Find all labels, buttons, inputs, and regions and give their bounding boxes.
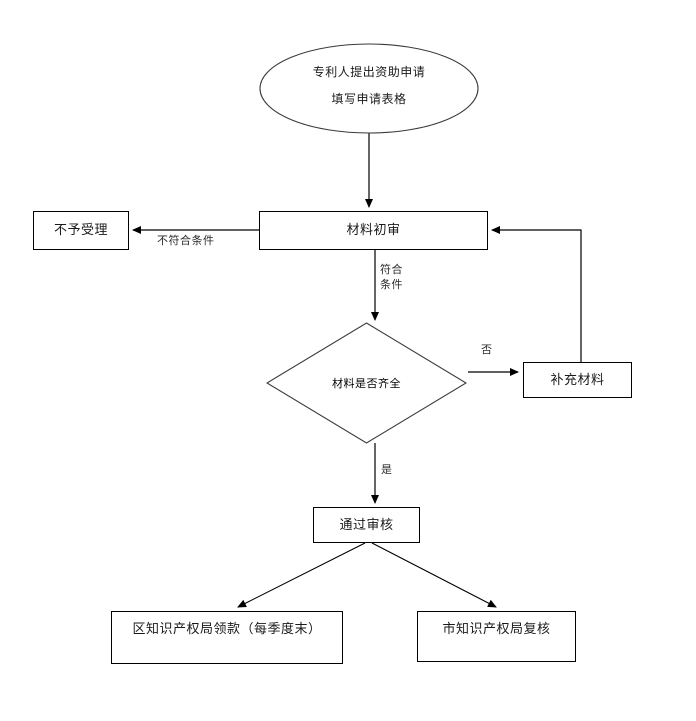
node-decision-materials-complete[interactable]: 材料是否齐全: [266, 322, 467, 444]
node-district-payment-label: 区知识产权局领款（每季度末）: [132, 622, 322, 637]
node-not-accepted[interactable]: 不予受理: [33, 211, 129, 250]
ellipse-shape: [259, 43, 479, 134]
node-city-recheck-label: 市知识产权局复核: [442, 622, 551, 637]
node-not-accepted-label: 不予受理: [53, 223, 108, 238]
node-passed-review[interactable]: 通过审核: [313, 507, 420, 543]
node-initial-review-label: 材料初审: [346, 223, 401, 238]
edge-passed-review-to-city-recheck: [371, 542, 497, 608]
edge-label-qualified: 符合 条件: [380, 263, 403, 291]
node-city-recheck[interactable]: 市知识产权局复核: [417, 611, 576, 662]
node-start-label: 专利人提出资助申请 填写申请表格: [312, 64, 426, 106]
edge-label-yes: 是: [381, 463, 393, 476]
node-supplement-materials[interactable]: 补充材料: [523, 362, 632, 398]
node-supplement-materials-label: 补充材料: [550, 372, 605, 388]
node-decision-label: 材料是否齐全: [332, 377, 401, 390]
node-passed-review-label: 通过审核: [339, 517, 394, 533]
edge-label-not-qualified: 不符合条件: [157, 234, 215, 247]
node-district-payment[interactable]: 区知识产权局领款（每季度末）: [111, 611, 343, 664]
node-initial-review[interactable]: 材料初审: [259, 211, 488, 250]
edge-label-no: 否: [481, 343, 493, 356]
diamond-shape: [266, 322, 467, 444]
node-start-application[interactable]: 专利人提出资助申请 填写申请表格: [259, 43, 479, 134]
edge-supplement-to-initial-review: [491, 226, 582, 362]
edge-passed-review-to-district-payment: [237, 542, 366, 608]
